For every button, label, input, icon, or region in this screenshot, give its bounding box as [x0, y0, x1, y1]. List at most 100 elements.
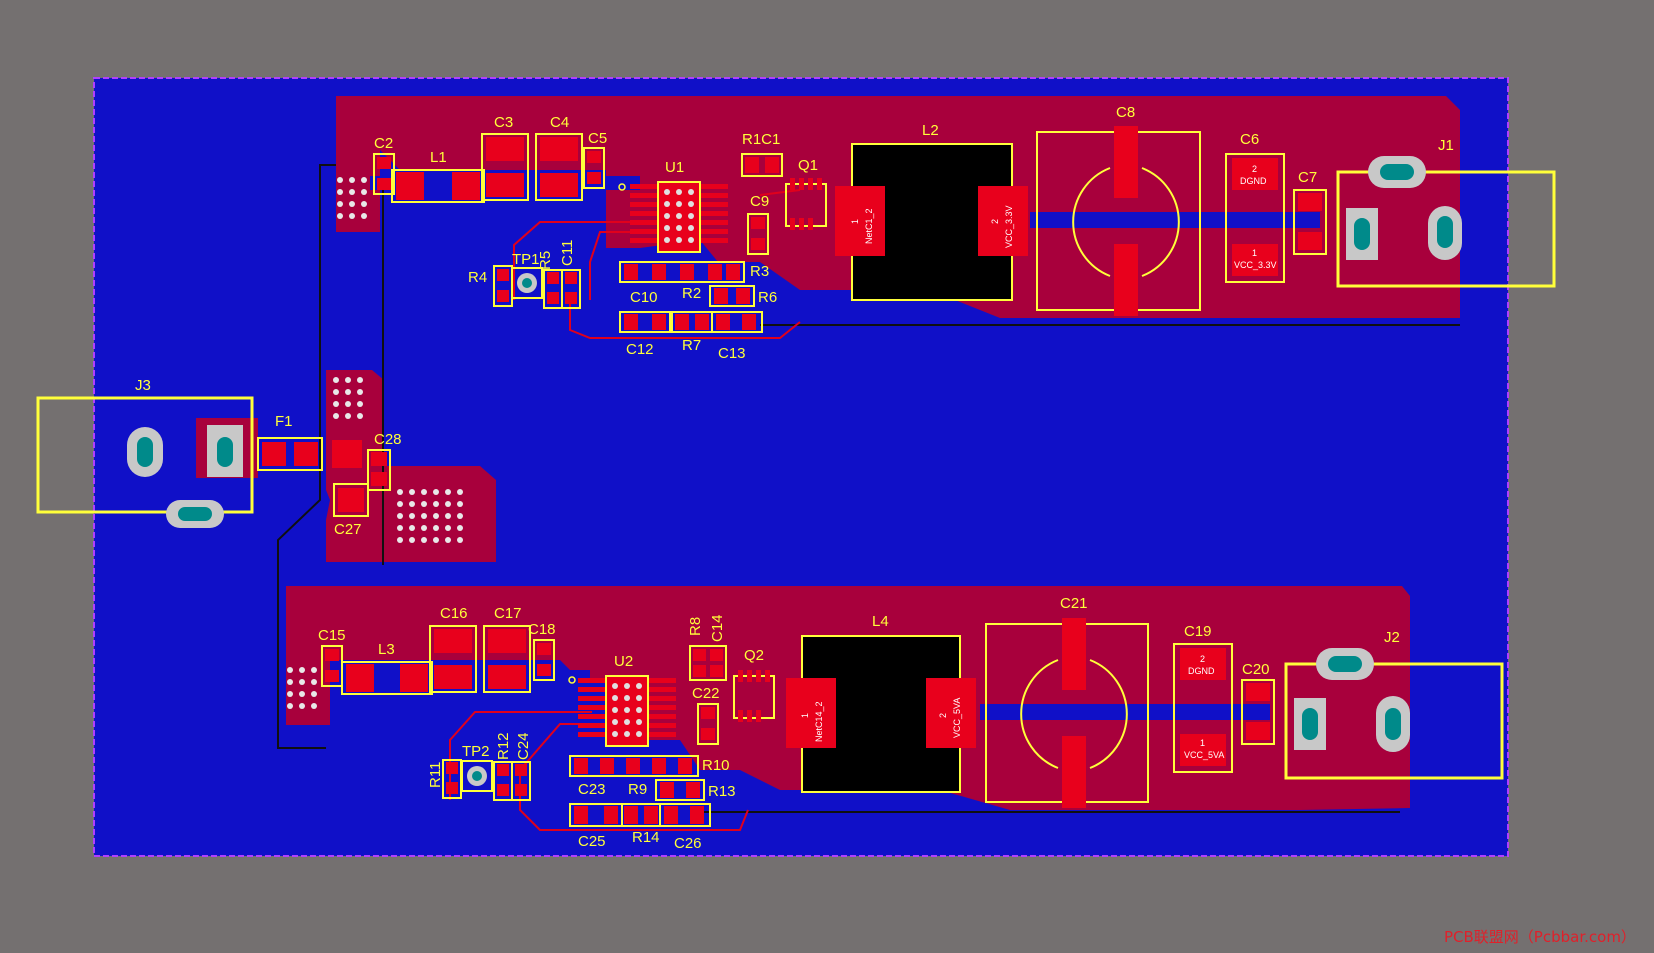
- c5-pad-1[interactable]: [587, 151, 601, 163]
- c3-pad-2[interactable]: [486, 173, 524, 197]
- j3-pad-2-hole: [217, 437, 233, 467]
- c2-pad-1[interactable]: [377, 157, 391, 169]
- c27-pad[interactable]: [338, 488, 364, 512]
- r8-c14-outline: [689, 645, 727, 681]
- c13-pad-1[interactable]: [716, 314, 730, 330]
- c9-ref: C9: [750, 193, 769, 210]
- c7-pad-2[interactable]: [1298, 232, 1322, 250]
- c11-pad-2[interactable]: [565, 292, 577, 304]
- c25-pad-1[interactable]: [574, 806, 588, 824]
- r3-pad-c[interactable]: [680, 264, 694, 280]
- r13-pad-1[interactable]: [660, 782, 674, 798]
- l1-pad-1[interactable]: [396, 172, 424, 200]
- c8-pad-2[interactable]: [1114, 244, 1138, 316]
- c3-pad-1[interactable]: [486, 137, 524, 161]
- c7-pad-1[interactable]: [1298, 193, 1322, 211]
- c18-pad-2[interactable]: [537, 664, 551, 676]
- r7-pad-1[interactable]: [675, 314, 689, 330]
- c22-ref: C22: [692, 685, 720, 702]
- tp1-outline: [511, 267, 543, 299]
- c19-pad-1[interactable]: [1180, 734, 1226, 766]
- r4-pad-1[interactable]: [497, 269, 509, 281]
- c22-pad-1[interactable]: [701, 707, 715, 719]
- r4-pad-2[interactable]: [497, 290, 509, 302]
- c5-pad-2[interactable]: [587, 172, 601, 184]
- r10-pad-c[interactable]: [626, 758, 640, 774]
- c16-pad-2[interactable]: [434, 665, 472, 689]
- c19-pad-2[interactable]: [1180, 648, 1226, 680]
- c15-pad-1[interactable]: [325, 649, 339, 661]
- c2-pad-2[interactable]: [377, 178, 391, 190]
- r11-pad-2[interactable]: [446, 782, 458, 794]
- r5-pad-1[interactable]: [547, 272, 559, 284]
- j1-ref: J1: [1438, 137, 1454, 154]
- r3-pad-b[interactable]: [652, 264, 666, 280]
- r3-pad-d[interactable]: [708, 264, 722, 280]
- c28-pad-2[interactable]: [371, 452, 387, 466]
- c6-pad-1[interactable]: [1232, 244, 1278, 276]
- r14-pad-2[interactable]: [644, 806, 658, 824]
- c28-pad[interactable]: [332, 440, 362, 468]
- f1-pad-1[interactable]: [262, 442, 286, 466]
- j2-pad-2-hole: [1385, 708, 1401, 740]
- r10-pad-a[interactable]: [574, 758, 588, 774]
- c21-pad-2[interactable]: [1062, 736, 1086, 808]
- c4-pad-2[interactable]: [540, 173, 578, 197]
- c12-pad-2[interactable]: [652, 314, 666, 330]
- r14-pad-1[interactable]: [624, 806, 638, 824]
- c11-pad-1[interactable]: [565, 272, 577, 284]
- r10-pad-e[interactable]: [678, 758, 692, 774]
- c25-pad-2[interactable]: [604, 806, 618, 824]
- c6-pad-2[interactable]: [1232, 158, 1278, 190]
- c13-pad-2[interactable]: [742, 314, 756, 330]
- c21-pad-1[interactable]: [1062, 618, 1086, 690]
- l4-pad-1[interactable]: [786, 678, 836, 748]
- c14-pad[interactable]: [710, 649, 723, 661]
- r8-pad[interactable]: [693, 649, 706, 661]
- c17-pad-2[interactable]: [488, 665, 526, 689]
- r1c1-pad-1[interactable]: [745, 157, 759, 173]
- c26-pad-1[interactable]: [664, 806, 678, 824]
- r5-pad-2[interactable]: [547, 292, 559, 304]
- l4-pad-2[interactable]: [926, 678, 976, 748]
- r1c1-pad-2[interactable]: [765, 157, 779, 173]
- r12-pad-2[interactable]: [497, 784, 509, 796]
- c16-pad-1[interactable]: [434, 629, 472, 653]
- c24-ref: C24: [515, 732, 532, 760]
- l3-pad-1[interactable]: [346, 664, 374, 692]
- r10-pad-b[interactable]: [600, 758, 614, 774]
- l1-pad-2[interactable]: [452, 172, 480, 200]
- l2-pad-2[interactable]: [978, 186, 1028, 256]
- r13-pad-2[interactable]: [686, 782, 700, 798]
- r12-pad-1[interactable]: [497, 764, 509, 776]
- r6-pad-1[interactable]: [714, 288, 728, 304]
- r6-pad-2[interactable]: [736, 288, 750, 304]
- c12-pad-1[interactable]: [624, 314, 638, 330]
- c28-pad-3[interactable]: [371, 472, 387, 486]
- l2-pad-1[interactable]: [835, 186, 885, 256]
- c24-pad-2[interactable]: [515, 784, 527, 796]
- c15-pad-2[interactable]: [325, 670, 339, 682]
- l3-pad-2[interactable]: [400, 664, 428, 692]
- c20-pad-1[interactable]: [1246, 683, 1270, 701]
- r10-pad-d[interactable]: [652, 758, 666, 774]
- c22-pad-2[interactable]: [701, 728, 715, 740]
- r7-pad-2[interactable]: [695, 314, 709, 330]
- f1-pad-2[interactable]: [294, 442, 318, 466]
- r3-pad-e[interactable]: [726, 264, 740, 280]
- r3-pad-a[interactable]: [624, 264, 638, 280]
- r8-pad-2[interactable]: [693, 665, 706, 677]
- c26-pad-2[interactable]: [690, 806, 704, 824]
- c9-pad-2[interactable]: [751, 238, 765, 250]
- c8-pad-1[interactable]: [1114, 126, 1138, 198]
- c18-pad-1[interactable]: [537, 643, 551, 655]
- c20-pad-2[interactable]: [1246, 722, 1270, 740]
- c24-pad-1[interactable]: [515, 764, 527, 776]
- c17-outline: [483, 625, 531, 693]
- c4-pad-1[interactable]: [540, 137, 578, 161]
- c9-pad-1[interactable]: [751, 217, 765, 229]
- r11-pad-1[interactable]: [446, 762, 458, 774]
- c14-pad-2[interactable]: [710, 665, 723, 677]
- c17-pad-1[interactable]: [488, 629, 526, 653]
